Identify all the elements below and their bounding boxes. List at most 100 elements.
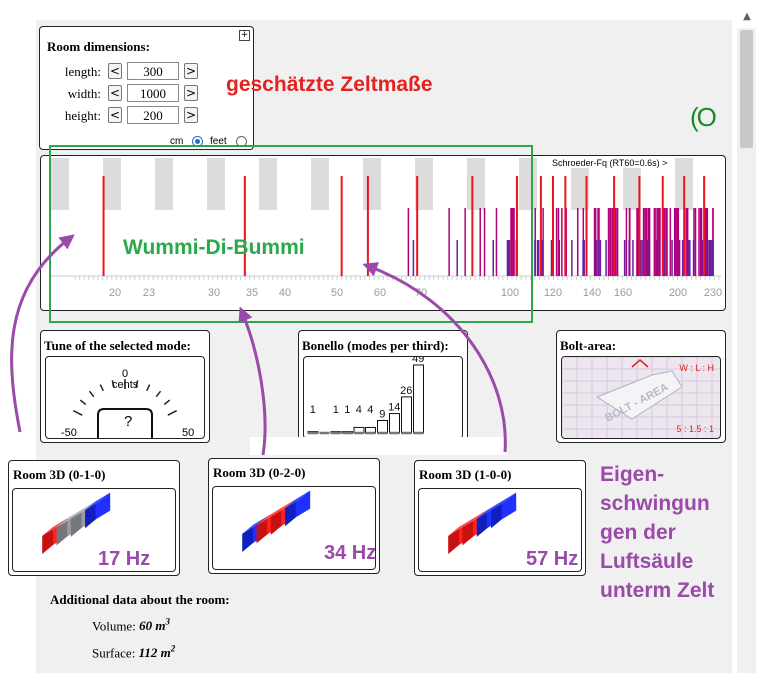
length-decrease-button[interactable]: < bbox=[108, 63, 122, 79]
room-segment bbox=[270, 507, 282, 535]
room-segment bbox=[448, 518, 474, 536]
bonello-title: Bonello (modes per third): bbox=[302, 338, 449, 353]
room-segment bbox=[501, 492, 517, 520]
bolt-title: Bolt-area: bbox=[560, 338, 617, 353]
bonello-bar bbox=[389, 413, 400, 434]
piano-key bbox=[51, 158, 69, 210]
eigen-line: gen der bbox=[600, 521, 676, 544]
room3d-view-010[interactable] bbox=[12, 488, 176, 572]
bonello-bar-label: 14 bbox=[388, 402, 400, 414]
piano-key bbox=[311, 158, 329, 210]
tune-panel: Tune of the selected mode: 0 cents -50 5… bbox=[40, 330, 210, 443]
length-label: length: bbox=[64, 64, 101, 79]
piano-key bbox=[571, 158, 589, 210]
bolt-marker-icon bbox=[631, 359, 649, 368]
spectrum-tick-label: 50 bbox=[331, 287, 343, 299]
bonello-bar-label: 1 bbox=[310, 404, 316, 416]
unit-feet-label: feet bbox=[210, 136, 227, 147]
gauge-tick bbox=[163, 399, 171, 406]
room-segment bbox=[295, 490, 311, 518]
bonello-bar-label: 1 bbox=[333, 404, 339, 416]
room-segment bbox=[476, 509, 488, 537]
hz17-annotation: 17 Hz bbox=[98, 548, 151, 570]
room-segment bbox=[270, 499, 296, 517]
gauge-tick bbox=[155, 390, 162, 398]
width-increase-button[interactable]: > bbox=[184, 85, 198, 101]
room-segment bbox=[56, 518, 68, 546]
eigen-line: schwingun bbox=[600, 492, 710, 515]
width-input[interactable]: 1000 bbox=[127, 84, 179, 102]
gauge-value-box bbox=[97, 408, 153, 438]
piano-key bbox=[103, 158, 121, 210]
schroeder-label: Schroeder-Fq (RT60=0.6s) > bbox=[551, 158, 669, 168]
height-increase-button[interactable]: > bbox=[184, 107, 198, 123]
surface-row: Surface: 112 m2 bbox=[92, 644, 175, 661]
piano-key bbox=[623, 158, 641, 210]
expand-icon[interactable]: + bbox=[239, 30, 250, 41]
room-segment bbox=[476, 501, 502, 519]
room-segment bbox=[256, 507, 282, 526]
room-segment bbox=[42, 518, 68, 536]
room-segment bbox=[462, 518, 474, 546]
spectrum-tick-label: 120 bbox=[544, 287, 562, 299]
logo-icon: (O bbox=[690, 102, 717, 132]
length-increase-button[interactable]: > bbox=[184, 63, 198, 79]
tent-dimensions-annotation: geschätzte Zeltmaße bbox=[226, 73, 433, 96]
room3d-panel-020: Room 3D (0-2-0) bbox=[208, 458, 380, 574]
room3d-view-100[interactable] bbox=[418, 488, 582, 572]
room3d-panel-100: Room 3D (1-0-0) bbox=[414, 460, 586, 576]
gauge-tick bbox=[72, 410, 83, 416]
volume-label: Volume: bbox=[92, 618, 136, 634]
length-input[interactable]: 300 bbox=[127, 62, 179, 80]
room3d-panel-010: Room 3D (0-1-0) bbox=[8, 460, 180, 576]
room-segment bbox=[85, 492, 111, 511]
gauge-tick bbox=[135, 380, 139, 388]
room3d-title-020: Room 3D (0-2-0) bbox=[213, 465, 306, 480]
room-dimensions-title: Room dimensions: bbox=[47, 39, 150, 54]
spectrum-tick-label: 140 bbox=[583, 287, 601, 299]
scroll-up-arrow-icon[interactable]: ▲ bbox=[743, 11, 751, 22]
tune-min-label: -50 bbox=[61, 427, 77, 439]
height-decrease-button[interactable]: < bbox=[108, 107, 122, 123]
volume-value: 60 m bbox=[139, 618, 166, 634]
room-dimensions-panel: Room dimensions: + length: < 300 > width… bbox=[39, 26, 254, 150]
wummi-annotation: Wummi-Di-Bummi bbox=[123, 236, 305, 259]
tune-value: ? bbox=[124, 413, 133, 430]
bonello-bar-label: 4 bbox=[356, 404, 362, 416]
room-segment bbox=[70, 501, 96, 519]
height-input[interactable]: 200 bbox=[127, 106, 179, 124]
room-segment bbox=[491, 492, 517, 511]
gauge-tick bbox=[111, 380, 115, 388]
bonello-bar-label: 4 bbox=[367, 404, 373, 416]
room3d-view-020[interactable] bbox=[212, 486, 376, 570]
bolt-area-shape bbox=[595, 370, 683, 420]
room-segment bbox=[256, 516, 268, 544]
room3d-title-010: Room 3D (0-1-0) bbox=[13, 467, 106, 482]
bolt-area-chart: W : L : H BOLT - AREA 5 : 1.5 : 1 bbox=[561, 356, 721, 439]
eigen-line: Eigen- bbox=[600, 463, 665, 486]
spectrum-tick-label: 30 bbox=[208, 287, 220, 299]
tune-meter: 0 cents -50 50 ? bbox=[45, 356, 205, 439]
bonello-bar bbox=[413, 364, 424, 434]
gauge-tick bbox=[79, 399, 87, 406]
surface-value: 112 m bbox=[138, 645, 171, 661]
piano-key bbox=[259, 158, 277, 210]
room3d-title-100: Room 3D (1-0-0) bbox=[419, 467, 512, 482]
surface-label: Surface: bbox=[92, 645, 136, 661]
eigen-line: Luftsäule bbox=[600, 550, 694, 573]
vertical-scrollbar[interactable] bbox=[737, 28, 756, 673]
scrollbar-thumb[interactable] bbox=[740, 30, 753, 148]
volume-row: Volume: 60 m3 bbox=[92, 617, 170, 634]
hz57-annotation: 57 Hz bbox=[526, 548, 579, 570]
width-decrease-button[interactable]: < bbox=[108, 85, 122, 101]
surface-exponent: 2 bbox=[170, 644, 176, 654]
gauge-tick bbox=[88, 390, 95, 398]
spectrum-tick-label: 160 bbox=[614, 287, 632, 299]
eigen-line: unterm Zelt bbox=[600, 579, 715, 602]
room-segment bbox=[285, 490, 311, 509]
width-label: width: bbox=[67, 86, 101, 101]
unit-cm-label: cm bbox=[170, 136, 184, 147]
hz34-annotation: 34 Hz bbox=[324, 542, 377, 564]
